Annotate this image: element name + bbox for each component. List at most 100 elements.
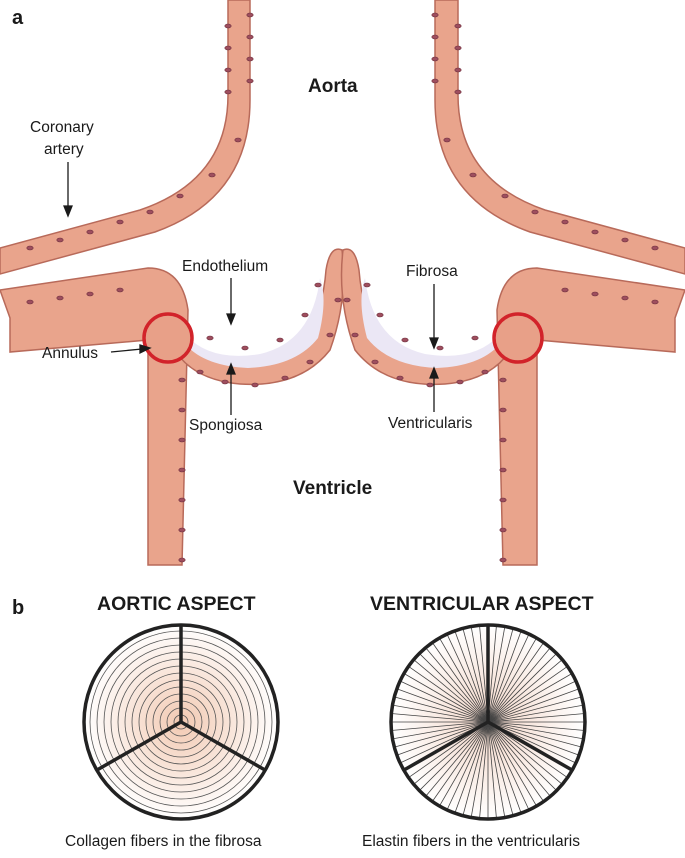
elastin-fiber-ray: [391, 712, 489, 723]
elastin-fiber-ray: [478, 721, 489, 819]
endothelial-cell: [621, 295, 629, 301]
aortic-aspect-disc: [82, 623, 280, 821]
endothelial-cell: [208, 172, 216, 178]
endothelial-cell: [501, 193, 509, 199]
endothelial-cell: [561, 287, 569, 293]
endothelial-cell: [561, 219, 569, 225]
elastin-fiber-ray: [393, 687, 489, 723]
endothelial-cell: [224, 67, 232, 73]
endothelial-cell: [246, 78, 254, 84]
endothelial-cell: [206, 335, 214, 341]
elastin-fiber-ray: [487, 721, 539, 809]
endothelial-cell: [396, 375, 404, 381]
endothelial-cell: [178, 497, 186, 503]
endothelial-cell: [176, 193, 184, 199]
endothelial-cell: [276, 337, 284, 343]
endothelial-cell: [454, 89, 462, 95]
ventricle-label: Ventricle: [293, 478, 372, 499]
left-ventricular-wall: [0, 267, 189, 566]
elastin-fiber-ray: [453, 721, 489, 817]
endothelial-cell: [431, 34, 439, 40]
endothelial-cell: [234, 137, 242, 143]
elastin-fiber-ray: [453, 627, 489, 723]
panel-b-letter: b: [12, 597, 24, 619]
aortic-root-walls: [0, 0, 685, 566]
elastin-fiber-ray: [487, 645, 553, 723]
elastin-fiber-ray: [487, 721, 559, 793]
elastin-fiber-ray: [487, 721, 565, 787]
endothelial-cell: [456, 379, 464, 385]
endothelial-cell: [436, 345, 444, 351]
ventricular-aspect-disc: [389, 623, 587, 821]
elastin-fiber-ray: [487, 721, 585, 749]
spongiosa-label: Spongiosa: [189, 417, 263, 434]
coronary-label-line2: artery: [44, 141, 84, 158]
elastin-fiber-ray: [423, 645, 489, 723]
endothelial-cell: [371, 359, 379, 365]
elastin-fiber-ray: [391, 704, 489, 723]
aortic-aspect-title: AORTIC ASPECT: [97, 593, 256, 615]
endothelial-cell: [86, 229, 94, 235]
endothelial-cell: [246, 56, 254, 62]
endothelial-cell: [116, 287, 124, 293]
left-aortic-wall: [0, 0, 251, 275]
endothelial-cell: [454, 67, 462, 73]
endothelial-cell: [481, 369, 489, 375]
endothelial-cell: [334, 297, 342, 303]
endothelial-cell: [431, 78, 439, 84]
elastin-fiber-ray: [487, 679, 579, 723]
endothelial-cell: [499, 467, 507, 473]
endothelial-cell: [401, 337, 409, 343]
elastin-fiber-ray: [487, 651, 559, 723]
elastin-fiber-ray: [487, 721, 506, 819]
elastin-fiber-ray: [487, 721, 523, 817]
endothelial-cell: [178, 437, 186, 443]
elastin-fiber-ray: [423, 721, 489, 799]
elastin-fiber-ray: [391, 721, 489, 732]
endothelial-cells: [26, 12, 659, 563]
elastin-fiber-ray: [437, 721, 489, 809]
endothelial-cell: [241, 345, 249, 351]
endothelial-cell: [431, 56, 439, 62]
elastin-fiber-ray: [487, 721, 531, 813]
elastin-fiber-ray: [445, 721, 489, 813]
elastin-fiber-ray: [487, 721, 498, 819]
elastin-fiber-ray: [417, 651, 489, 723]
elastin-fiber-ray: [430, 639, 489, 723]
callout-arrows: [63, 162, 439, 415]
endothelial-cell: [531, 209, 539, 215]
endothelial-cell: [363, 282, 371, 288]
elastin-fiber-ray: [391, 721, 489, 740]
right-aortic-wall: [434, 0, 685, 275]
elastin-fiber-ray: [487, 639, 546, 723]
endothelial-cell: [343, 297, 351, 303]
elastin-fiber-ray: [391, 721, 489, 749]
elastin-fiber-ray: [487, 664, 571, 723]
right-annulus-ring: [492, 312, 544, 364]
endothelial-cell: [116, 219, 124, 225]
elastin-fiber-ray: [437, 635, 489, 723]
endothelial-cell: [178, 527, 186, 533]
elastin-fiber-ray: [430, 721, 489, 805]
elastin-fiber-ray: [487, 625, 515, 723]
endothelial-cell: [56, 295, 64, 301]
endothelium-label: Endothelium: [182, 258, 268, 275]
right-leaflet-fibrosa: [361, 278, 499, 368]
endothelial-cell: [591, 291, 599, 297]
elastin-fiber-ray: [405, 664, 489, 723]
endothelial-cell: [314, 282, 322, 288]
endothelial-cell: [224, 23, 232, 29]
elastin-fiber-ray: [487, 721, 585, 732]
elastin-fiber-ray: [411, 721, 489, 787]
endothelial-cell: [281, 375, 289, 381]
elastin-fiber-ray: [470, 721, 489, 819]
elastin-fiber-ray: [487, 695, 585, 723]
elastin-fiber-ray: [487, 657, 565, 723]
endothelial-cell: [26, 245, 34, 251]
endothelial-cell: [86, 291, 94, 297]
elastin-fiber-ray: [487, 631, 531, 723]
endothelial-cell: [224, 45, 232, 51]
endothelial-cell: [621, 237, 629, 243]
elastin-fiber-ray: [487, 627, 523, 723]
